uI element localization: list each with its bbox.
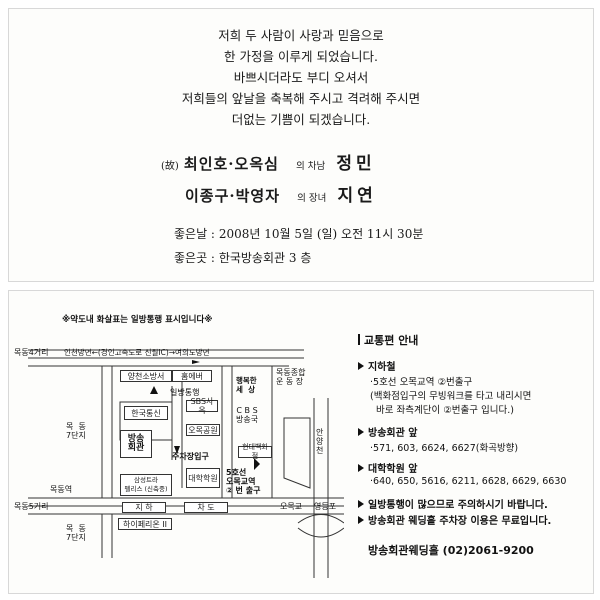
anyangcheon-stream: 안 양 천 (316, 428, 324, 455)
triangle-bullet-icon (358, 464, 364, 472)
samsung-tower-palace: 삼성트라 펠리스 (신축중) (120, 474, 172, 496)
university-academy: 대학학원 (186, 468, 220, 488)
groom-name: 정민 (336, 154, 376, 174)
invitation-verse: 저희 두 사람이 사랑과 믿음으로 한 가정을 이루게 되었습니다. 바쁘시더라… (9, 25, 593, 130)
map-roads (28, 349, 344, 578)
triangle-bullet-icon (358, 362, 364, 370)
wedding-hall-contact: 방송회관웨딩홀 (02)2061-9200 (368, 544, 534, 557)
omokgyo-bridge: 오목교 (280, 502, 303, 511)
place-value: 한국방송회관 3 층 (218, 251, 312, 265)
triangle-bullet-icon (358, 516, 364, 524)
groom-relation: 의 차남 (296, 161, 326, 172)
oneway-notice: ※약도내 화살표는 일방통행 표시입니다※ (62, 315, 213, 325)
transport-heading: 교통편 안내 (358, 332, 418, 348)
parking-entrance: 주차장입구 (172, 452, 209, 461)
invitation-card: 저희 두 사람이 사랑과 믿음으로 한 가정을 이루게 되었습니다. 바쁘시더라… (8, 8, 594, 282)
bride-parents: 이종구·박영자 (185, 187, 281, 205)
subway-line: 바로 좌측계단이 ②번출구 입니다.) (376, 405, 514, 416)
label-mokdong7-lower: 목 동 7단지 (66, 524, 86, 542)
wedding-place: 좋은곳 : 한국방송회관 3 층 (174, 249, 311, 266)
label-mokdong-stadium: 목동종합 운 동 장 (276, 368, 306, 386)
homeplus: 홈에버 (172, 370, 212, 382)
happy-world-building: 행복한 세 상 (236, 376, 257, 394)
wedding-date: 좋은날 : 2008년 10월 5일 (일) 오전 11시 30분 (174, 225, 423, 242)
triangle-bullet-icon (358, 500, 364, 508)
bus-univ-routes: ·640, 650, 5616, 6211, 6628, 6629, 6630 (370, 476, 567, 487)
verse-line: 한 가정을 이루게 되었습니다. (224, 49, 378, 64)
yeongdeungpo-direction: 영등포 (314, 502, 337, 511)
underground-passage: 지 하 (122, 502, 166, 513)
sbs-building: SBS사옥 (186, 397, 218, 415)
verse-line: 바쁘시더라도 부디 오셔서 (233, 70, 369, 85)
bride-name: 지연 (337, 186, 377, 206)
groom-parents: 최인호·오옥심 (183, 155, 279, 173)
date-label: 좋은날 : (174, 227, 215, 241)
label-incheon-direction: 인천방면←(경인고속도로 신월IC)→여의도방면 (64, 348, 210, 357)
label-mokdong4: 목동4거리 (14, 348, 49, 357)
broadcasting-hall: 방송 회관 (120, 430, 152, 458)
subway-title: 지하철 (358, 358, 396, 373)
roadway: 차 도 (184, 502, 228, 513)
label-mokdong7-upper: 목 동 7단지 (66, 422, 86, 440)
location-map: ※약도내 화살표는 일방통행 표시입니다※ 목동4거리 인천방면←(경인고속도로… (14, 316, 344, 578)
subway-line: ·5호선 오목교역 ②번출구 (370, 377, 473, 388)
bus-front-title: 방송회관 앞 (358, 424, 417, 439)
date-value: 2008년 10월 5일 (일) 오전 11시 30분 (218, 227, 424, 241)
hyperion-2: 하이페리온 II (118, 518, 172, 530)
hyundai-dept-store: 현대백화점 (238, 443, 272, 460)
bus-univ-title: 대학학원 앞 (358, 460, 417, 475)
yangcheon-fire-station: 양천소방서 (120, 370, 172, 382)
parking-free-note: 방송회관 웨딩홀 주차장 이용은 무료입니다. (358, 512, 551, 527)
verse-line: 저희 두 사람이 사랑과 믿음으로 (218, 28, 384, 43)
verse-line: 더없는 기쁨이 되겠습니다. (231, 112, 371, 127)
groom-line: (故) 최인호·오옥심 의 차남 정민 (161, 149, 461, 174)
verse-line: 저희들의 앞날을 축복해 주시고 격려해 주시면 (181, 91, 421, 106)
label-oneway-road: 일방통행 (170, 388, 200, 397)
deceased-mark: (故) (161, 161, 179, 172)
oneway-caution: 일방통행이 많으므로 주의하시기 바랍니다. (358, 496, 548, 511)
bride-line: 이종구·박영자 의 장녀 지연 (185, 181, 485, 206)
line5-omokgyo-exit2: 5호선 오목교역 ② 번 출구 (226, 468, 261, 495)
korea-telecom: 한국통신 (124, 406, 168, 420)
label-mokdong5: 목동5거리 (14, 502, 49, 511)
bride-relation: 의 장녀 (297, 193, 327, 204)
place-label: 좋은곳 : (174, 251, 215, 265)
cbs-station: C B S 방송국 (236, 406, 259, 424)
bus-front-routes: ·571, 603, 6624, 6627(화곡방향) (370, 443, 519, 454)
directions-card (8, 290, 594, 594)
heading-bar-icon (358, 334, 360, 345)
omok-park: 오목공원 (186, 424, 220, 436)
subway-line: (백화점입구의 무빙워크를 타고 내리시면 (370, 391, 532, 402)
triangle-bullet-icon (358, 428, 364, 436)
mokdong-station: 목동역 (50, 485, 73, 494)
